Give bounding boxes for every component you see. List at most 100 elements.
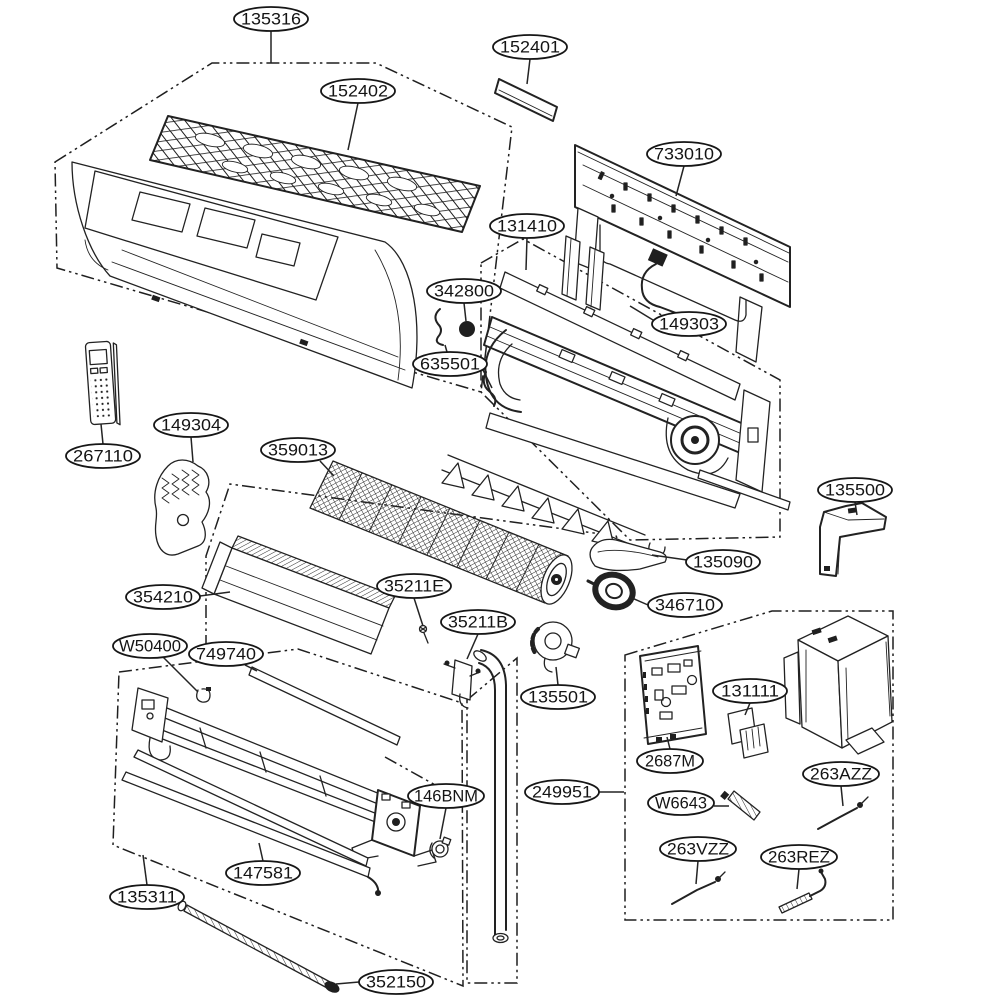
part-number-text: 135090 [693, 553, 753, 572]
thermistor-holder-sketch [720, 790, 761, 821]
part-label-135311: 135311 [109, 884, 185, 910]
part-label-149304: 149304 [153, 412, 229, 438]
part-number-text: 135501 [528, 688, 588, 707]
part-label-346710: 346710 [647, 592, 723, 618]
leader-lines [100, 31, 858, 985]
part-number-text: 35211E [384, 577, 444, 596]
front-assembly-boundary [54, 62, 513, 393]
sensor-pipe-rez-sketch [778, 868, 827, 914]
part-label-135501: 135501 [520, 684, 596, 710]
part-number-text: 152401 [500, 38, 560, 57]
part-number-text: W6643 [655, 794, 707, 813]
part-label-135090: 135090 [685, 549, 761, 575]
part-label-749740: 749740 [188, 641, 264, 667]
side-bracket-sketch [154, 459, 211, 556]
part-label-354210: 354210 [125, 584, 201, 610]
part-number-text: 359013 [268, 441, 328, 460]
connector-dash-line [384, 756, 438, 787]
part-number-text: 352150 [366, 973, 426, 992]
horizontal-vane-sketch [121, 749, 381, 896]
drain-pan-sketch [589, 538, 667, 572]
part-number-text: 263AZZ [810, 765, 872, 784]
part-label-135316: 135316 [233, 6, 309, 32]
part-number-text: 135500 [825, 481, 885, 500]
part-label-249951: 249951 [524, 779, 600, 805]
control-box-sketch [783, 615, 893, 755]
part-number-text: 2687M [645, 752, 695, 771]
front-cover-sketch [71, 161, 418, 389]
part-label-2687M: 2687M [636, 748, 704, 774]
part-number-text: 35211B [448, 613, 508, 632]
part-label-135500: 135500 [817, 477, 893, 503]
part-number-text: 342800 [434, 282, 494, 301]
part-label-131111: 131111 [712, 678, 788, 704]
part-label-152401: 152401 [492, 34, 568, 60]
part-label-149303: 149303 [651, 311, 727, 337]
grommet-sketch [459, 321, 475, 337]
chassis-sketch [441, 271, 791, 556]
part-number-text: 147581 [233, 864, 293, 883]
part-number-text: 346710 [655, 596, 715, 615]
relay-sketch [727, 707, 769, 759]
air-guide-strip-sketch [494, 78, 558, 122]
part-number-text: 149303 [659, 315, 719, 334]
part-number-text: 131111 [721, 682, 779, 701]
part-label-733010: 733010 [646, 141, 722, 167]
louver-assembly-boundary [112, 648, 464, 988]
part-number-text: 354210 [133, 588, 193, 607]
chassis-boundary [480, 238, 781, 541]
part-label-263REZ: 263REZ [760, 844, 838, 870]
crossflow-fan-sketch [309, 460, 573, 605]
bushing-sketch [429, 836, 452, 859]
wall-bracket-sketch [819, 502, 887, 577]
part-label-267110: 267110 [65, 443, 141, 469]
electrical-box-boundary [624, 610, 894, 921]
screw-sketch [418, 624, 429, 644]
fan-motor-sketch [586, 571, 636, 611]
front-grille-sketch [149, 115, 481, 233]
harness-cable-sketch [640, 248, 701, 323]
drain-hose-boundary [466, 656, 518, 984]
stepper-rod-sketch [177, 900, 340, 993]
installation-plate-sketch [561, 144, 791, 363]
part-label-W50400: W50400 [112, 633, 188, 659]
bearing-bracket-sketch [443, 659, 481, 709]
part-number-text: 635501 [420, 355, 480, 374]
part-number-text: 152402 [328, 82, 388, 101]
pcb-sketch [639, 645, 707, 745]
remote-control-sketch [84, 340, 121, 426]
part-number-text: 263REZ [768, 848, 830, 867]
sensor-wire-vzz-sketch [671, 871, 726, 905]
part-label-146BNM: 146BNM [407, 783, 485, 809]
part-number-text: 135316 [241, 10, 301, 29]
part-label-263AZZ: 263AZZ [802, 761, 880, 787]
part-label-W6643: W6643 [647, 790, 715, 816]
part-label-635501: 635501 [412, 351, 488, 377]
part-number-text: 135311 [117, 888, 177, 907]
drain-hose-sketch [473, 649, 509, 944]
part-number-text: 249951 [532, 783, 592, 802]
part-label-147581: 147581 [225, 860, 301, 886]
part-number-text: 131410 [497, 217, 557, 236]
part-number-text: 733010 [654, 145, 714, 164]
part-label-131410: 131410 [489, 213, 565, 239]
part-label-342800: 342800 [426, 278, 502, 304]
part-label-35211E: 35211E [376, 573, 452, 599]
part-number-text: 267110 [73, 447, 133, 466]
motor-mount-sketch [530, 621, 580, 673]
part-labels: 135316 152401 152402 733010 131410 34280… [65, 6, 893, 995]
part-number-text: 149304 [161, 416, 221, 435]
part-label-263VZZ: 263VZZ [659, 836, 737, 862]
vane-frame-sketch [131, 666, 437, 867]
part-label-359013: 359013 [260, 437, 336, 463]
part-label-35211B: 35211B [440, 609, 516, 635]
part-number-text: 263VZZ [667, 840, 729, 859]
part-number-text: 146BNM [414, 787, 478, 806]
part-number-text: W50400 [119, 637, 181, 656]
part-label-152402: 152402 [320, 78, 396, 104]
evaporator-sketch [201, 535, 396, 655]
clip-sketch [196, 687, 211, 703]
part-label-352150: 352150 [358, 969, 434, 995]
